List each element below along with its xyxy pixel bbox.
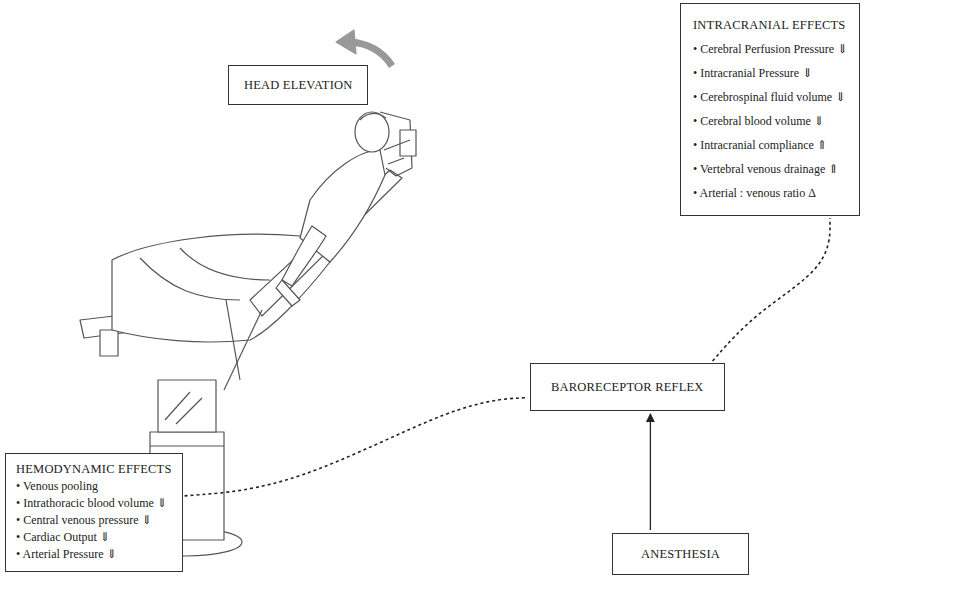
bullet-item: • Vertebral venous drainage ⇑ xyxy=(693,157,847,181)
bullet-item: • Intracranial Pressure ⇓ xyxy=(693,61,847,85)
patient-arm xyxy=(282,226,326,286)
box-title: HEMODYNAMIC EFFECTS xyxy=(16,461,172,478)
dotted-connector xyxy=(713,218,830,361)
bullet-item: • Cardiac Output ⇓ xyxy=(16,529,172,546)
bullet-item: • Cerebrospinal fluid volume ⇓ xyxy=(693,85,847,109)
effects-box: HEMODYNAMIC EFFECTS• Venous pooling• Int… xyxy=(5,453,183,572)
dotted-connector xyxy=(185,398,528,496)
arrow-connector xyxy=(650,414,651,530)
bullet-item: • Cerebral Perfusion Pressure ⇓ xyxy=(693,37,847,61)
patient-head xyxy=(355,112,389,152)
box-title: HEAD ELEVATION xyxy=(244,77,352,93)
bullet-item: • Venous pooling xyxy=(16,478,172,495)
bullet-item: • Intracranial compliance ⇑ xyxy=(693,133,847,157)
bullet-item: • Cerebral blood volume ⇓ xyxy=(693,109,847,133)
table-joint xyxy=(158,380,216,432)
elevation-arrowhead xyxy=(336,30,356,54)
step-box: HEAD ELEVATION xyxy=(228,65,368,105)
box-title: INTRACRANIAL EFFECTS xyxy=(693,13,847,37)
step-box: ANESTHESIA xyxy=(612,533,749,575)
bullet-item: • Arterial : venous ratio Δ xyxy=(693,181,847,205)
bullet-item: • Intrathoracic blood volume ⇓ xyxy=(16,495,172,512)
box-title: ANESTHESIA xyxy=(641,546,720,562)
bullet-item: • Central venous pressure ⇓ xyxy=(16,512,172,529)
reflex-box: BARORECEPTOR REFLEX xyxy=(530,363,725,411)
bullet-item: • Arterial Pressure ⇓ xyxy=(16,546,172,563)
effects-box: INTRACRANIAL EFFECTS• Cerebral Perfusion… xyxy=(680,3,860,216)
box-title: BARORECEPTOR REFLEX xyxy=(551,379,704,395)
